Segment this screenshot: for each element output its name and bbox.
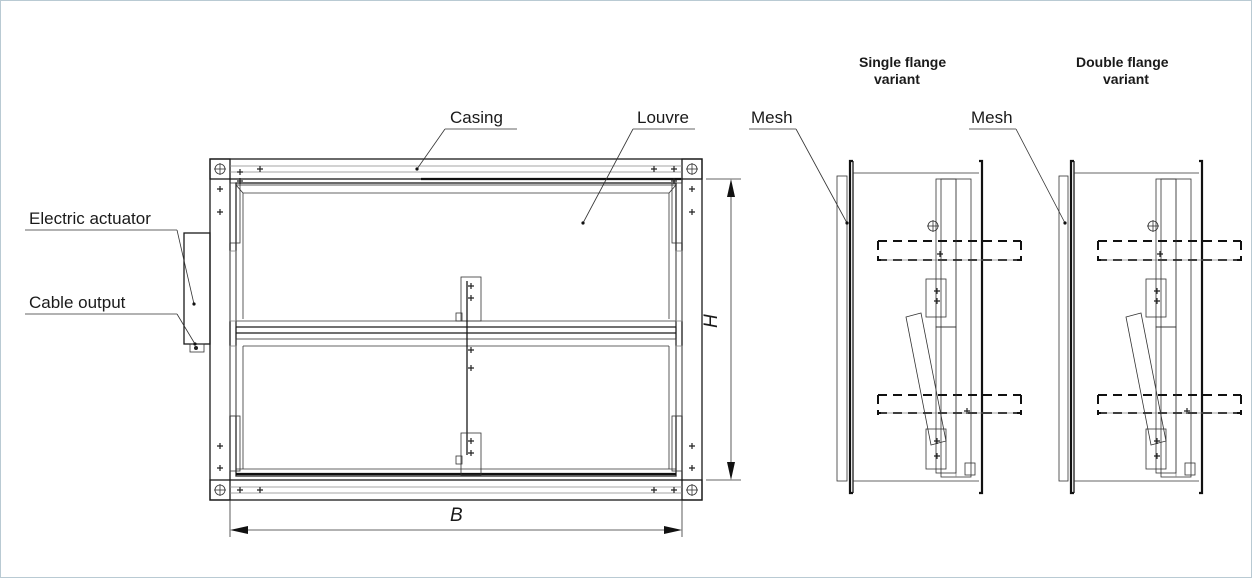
label-casing: Casing <box>450 108 503 127</box>
dimension-h-label: H <box>701 314 722 328</box>
casing-outer-frame <box>209 158 703 501</box>
louvre-blade-upper <box>235 184 677 334</box>
mesh-single <box>836 175 848 482</box>
corner-block-tr <box>681 158 703 180</box>
leader-cable-output: Cable output <box>25 293 197 346</box>
louvre-opening <box>235 182 677 477</box>
leader-louvre: Louvre <box>581 108 695 225</box>
leader-casing: Casing <box>415 108 517 171</box>
leader-electric-actuator: Electric actuator <box>25 209 196 306</box>
louvre-blade-lower <box>235 338 677 477</box>
center-linkage <box>455 276 482 476</box>
corner-block-tl <box>209 158 231 180</box>
label-mesh-single: Mesh <box>751 108 793 127</box>
label-louvre: Louvre <box>637 108 689 127</box>
side-view-double-flange: Double flange variant Mesh <box>969 54 1242 495</box>
rivets <box>217 166 695 493</box>
dimension-b: B <box>229 500 683 537</box>
mesh-double <box>1058 175 1069 482</box>
dimension-b-label: B <box>450 505 463 526</box>
label-mesh-double: Mesh <box>971 108 1013 127</box>
front-view: H B Casing Louvre Electric a <box>25 108 741 537</box>
title-double-line2: variant <box>1103 71 1149 87</box>
corner-block-br <box>681 479 703 501</box>
electric-actuator <box>183 232 211 353</box>
casing-inner-frame <box>229 178 683 481</box>
side-view-single-flange: Single flange variant Mesh <box>749 54 1022 495</box>
label-cable-output: Cable output <box>29 293 126 312</box>
title-single-line2: variant <box>874 71 920 87</box>
title-double-line1: Double flange <box>1076 54 1169 70</box>
title-single-line1: Single flange <box>859 54 946 70</box>
dimension-h: H <box>701 178 741 481</box>
label-electric-actuator: Electric actuator <box>29 209 151 228</box>
corner-block-bl <box>209 479 231 501</box>
